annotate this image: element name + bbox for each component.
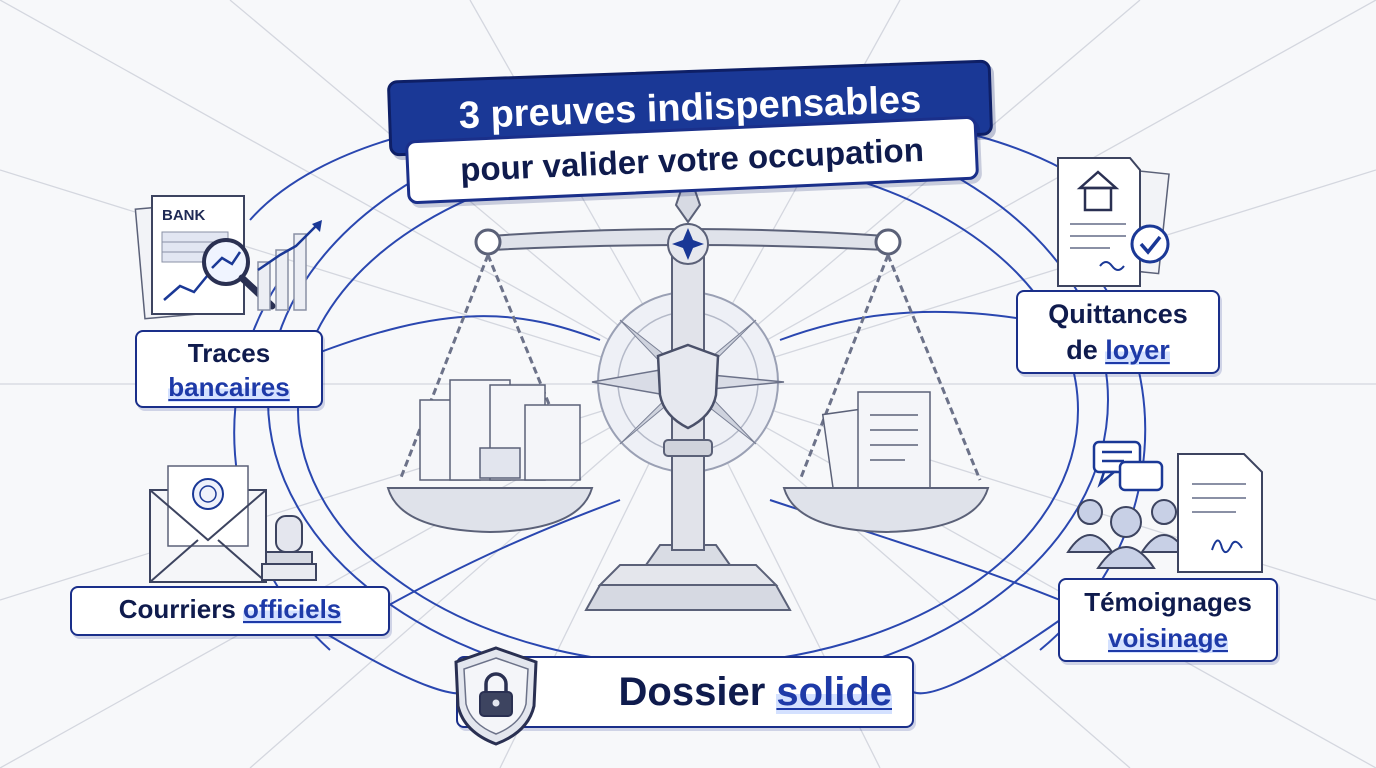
signed-document-icon	[1177, 453, 1263, 573]
balance-scale-icon	[386, 166, 990, 611]
shield-icon	[656, 343, 720, 430]
temoignages-line1: Témoignages	[1084, 587, 1252, 617]
quittances-line2-plain: de	[1066, 335, 1106, 365]
courriers-plain: Courriers	[118, 594, 243, 624]
temoignages-line2: voisinage	[1108, 623, 1228, 653]
speech-bubbles-icon	[1092, 440, 1164, 492]
stacked-documents-left	[419, 379, 581, 481]
courriers-hl: officiels	[243, 594, 342, 624]
stamp-icon	[261, 515, 317, 581]
dossier-plain: Dossier	[618, 670, 777, 714]
title-sub-text: pour valider votre occupation	[459, 130, 925, 189]
receipt-house-icon	[1057, 157, 1170, 287]
bank-statement-icon: BANK	[134, 195, 245, 320]
people-icon	[1066, 499, 1188, 569]
stacked-documents-right	[821, 391, 931, 495]
label-temoignages-voisinage: Témoignages voisinage	[1058, 578, 1278, 662]
label-courriers-officiels: Courriers officiels	[70, 586, 390, 636]
label-quittances-loyer: Quittances de loyer	[1016, 290, 1220, 374]
quittances-line1: Quittances	[1048, 299, 1188, 329]
bank-doc-text: BANK	[162, 207, 205, 224]
traces-line1: Traces	[187, 338, 271, 368]
label-dossier-solide: Dossier solide	[456, 656, 914, 728]
growth-chart-icon	[257, 220, 322, 311]
dossier-hl: solide	[776, 670, 892, 714]
label-traces-bancaires: Traces bancaires	[135, 330, 323, 408]
checkmark-icon	[1130, 224, 1170, 264]
traces-line2: bancaires	[168, 372, 290, 402]
envelope-icon	[149, 465, 267, 583]
quittances-line2-hl: loyer	[1105, 335, 1170, 365]
